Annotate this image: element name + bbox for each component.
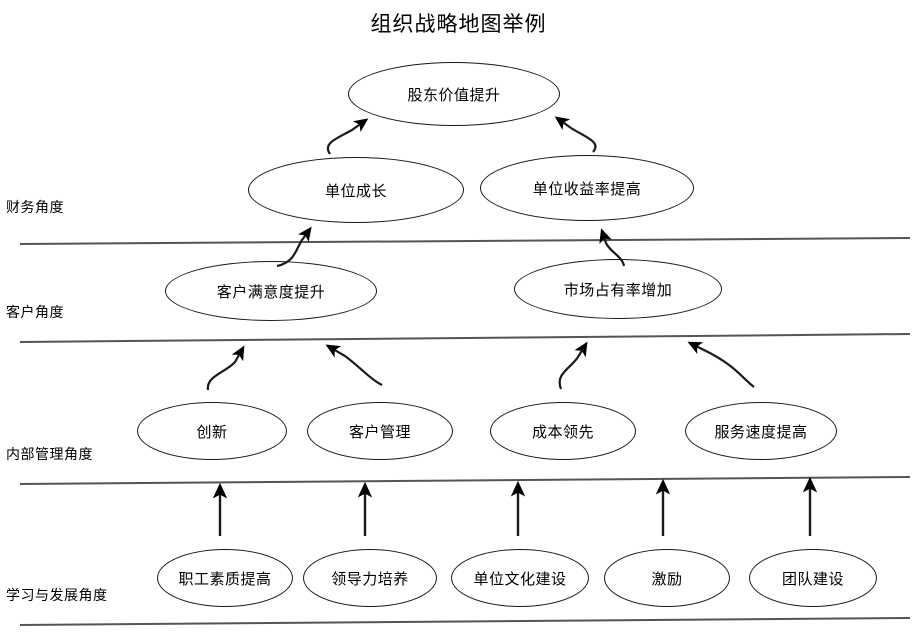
perspective-label-financial: 财务角度 xyxy=(6,199,64,215)
node-service-speed[interactable]: 服务速度提高 xyxy=(685,402,837,460)
node-market-share[interactable]: 市场占有率增加 xyxy=(514,259,722,319)
divider-financial-customer xyxy=(19,237,911,245)
node-incentive[interactable]: 激励 xyxy=(604,549,730,607)
node-label: 领导力培养 xyxy=(331,570,409,588)
node-shareholder-value[interactable]: 股东价值提升 xyxy=(348,62,560,126)
node-label: 职工素质提高 xyxy=(178,570,272,588)
page-title: 组织战略地图举例 xyxy=(370,13,547,36)
node-label: 单位收益率提高 xyxy=(532,180,642,198)
node-label: 激励 xyxy=(651,570,683,588)
node-customer-management[interactable]: 客户管理 xyxy=(307,402,453,460)
node-staff-quality[interactable]: 职工素质提高 xyxy=(157,549,293,607)
conn-service-speed-to-market-share xyxy=(687,341,755,388)
divider-bottom xyxy=(19,617,911,626)
perspective-label-customer: 客户角度 xyxy=(6,304,64,320)
node-label: 股东价值提升 xyxy=(407,86,501,104)
node-label: 市场占有率增加 xyxy=(563,281,673,299)
conn-cust-mgmt-to-satisfaction xyxy=(325,344,383,386)
conn-innovation-to-satisfaction xyxy=(206,345,245,391)
conn-cost-leadership-to-market-share xyxy=(558,341,588,390)
divider-customer-internal xyxy=(19,333,911,343)
node-label: 客户满意度提升 xyxy=(216,283,326,301)
node-label: 成本领先 xyxy=(531,423,594,441)
node-label: 客户管理 xyxy=(348,423,411,441)
node-team-building[interactable]: 团队建设 xyxy=(749,549,877,607)
node-label: 团队建设 xyxy=(781,570,844,588)
node-customer-satisfaction[interactable]: 客户满意度提升 xyxy=(165,261,377,321)
node-unit-growth[interactable]: 单位成长 xyxy=(248,157,464,223)
node-culture-building[interactable]: 单位文化建设 xyxy=(451,549,589,607)
node-label: 单位文化建设 xyxy=(473,570,567,588)
conn-unit-growth-to-shareholder xyxy=(326,118,369,155)
node-label: 服务速度提高 xyxy=(714,423,808,441)
node-cost-leadership[interactable]: 成本领先 xyxy=(490,402,636,460)
node-innovation[interactable]: 创新 xyxy=(137,402,287,460)
divider-internal-learning xyxy=(19,476,911,485)
node-leadership-training[interactable]: 领导力培养 xyxy=(303,549,437,607)
perspective-label-learning: 学习与发展角度 xyxy=(6,587,108,603)
conn-profit-rate-to-shareholder xyxy=(554,116,597,153)
perspective-label-internal: 内部管理角度 xyxy=(6,446,93,462)
node-label: 单位成长 xyxy=(324,182,387,200)
node-unit-profit-rate[interactable]: 单位收益率提高 xyxy=(480,155,694,221)
node-label: 创新 xyxy=(196,423,228,441)
